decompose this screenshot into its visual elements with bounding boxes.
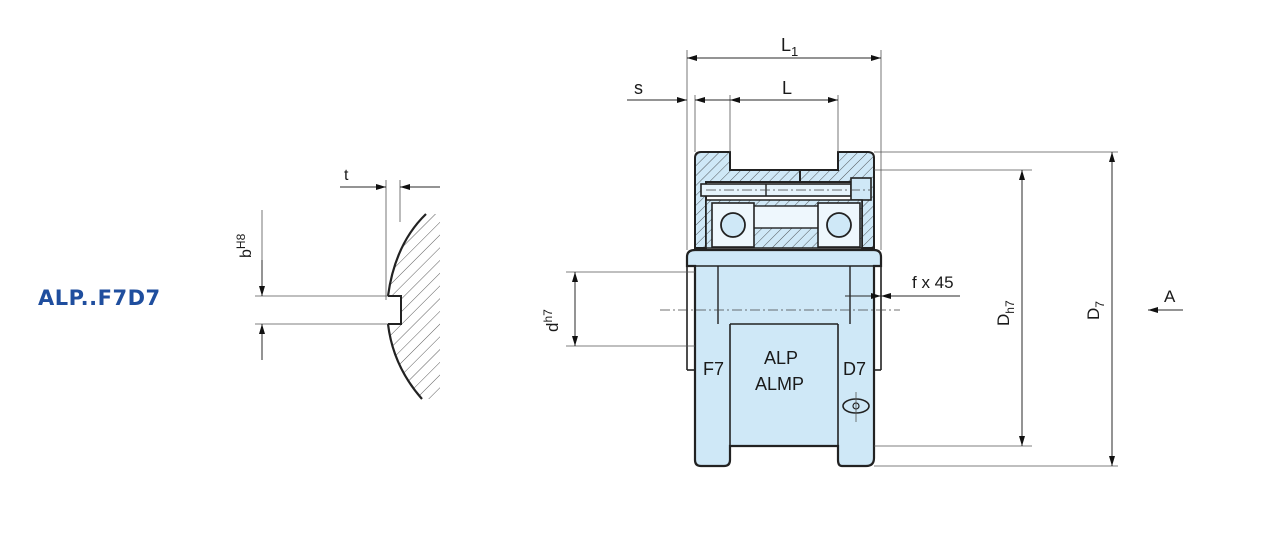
f7-face-label: F7 [703,359,724,379]
keyway-detail: t bH8 [234,167,440,400]
view-a-label: A [1164,287,1176,306]
dh7-dimension-label: Dh7 [994,300,1017,326]
almp-label: ALMP [755,374,804,394]
d7-face-label: D7 [843,359,866,379]
l1-dimension-label: L1 [781,35,798,59]
dimension-lines: L1 L s f x 45 dh7 Dh7 [541,35,1183,467]
t-dimension-label: t [344,167,349,184]
b-dimension-label: bH8 [234,233,255,258]
d-dimension-label: dh7 [541,309,562,332]
l-dimension-label: L [782,78,792,98]
s-dimension-label: s [634,78,643,98]
d7-dimension-label: D7 [1084,301,1107,320]
chamfer-dimension-label: f x 45 [912,273,954,292]
alp-label: ALP [764,348,798,368]
product-code-title: ALP..F7D7 [38,286,161,310]
freewheel-cross-section: F7 D7 ALP ALMP [660,151,900,468]
